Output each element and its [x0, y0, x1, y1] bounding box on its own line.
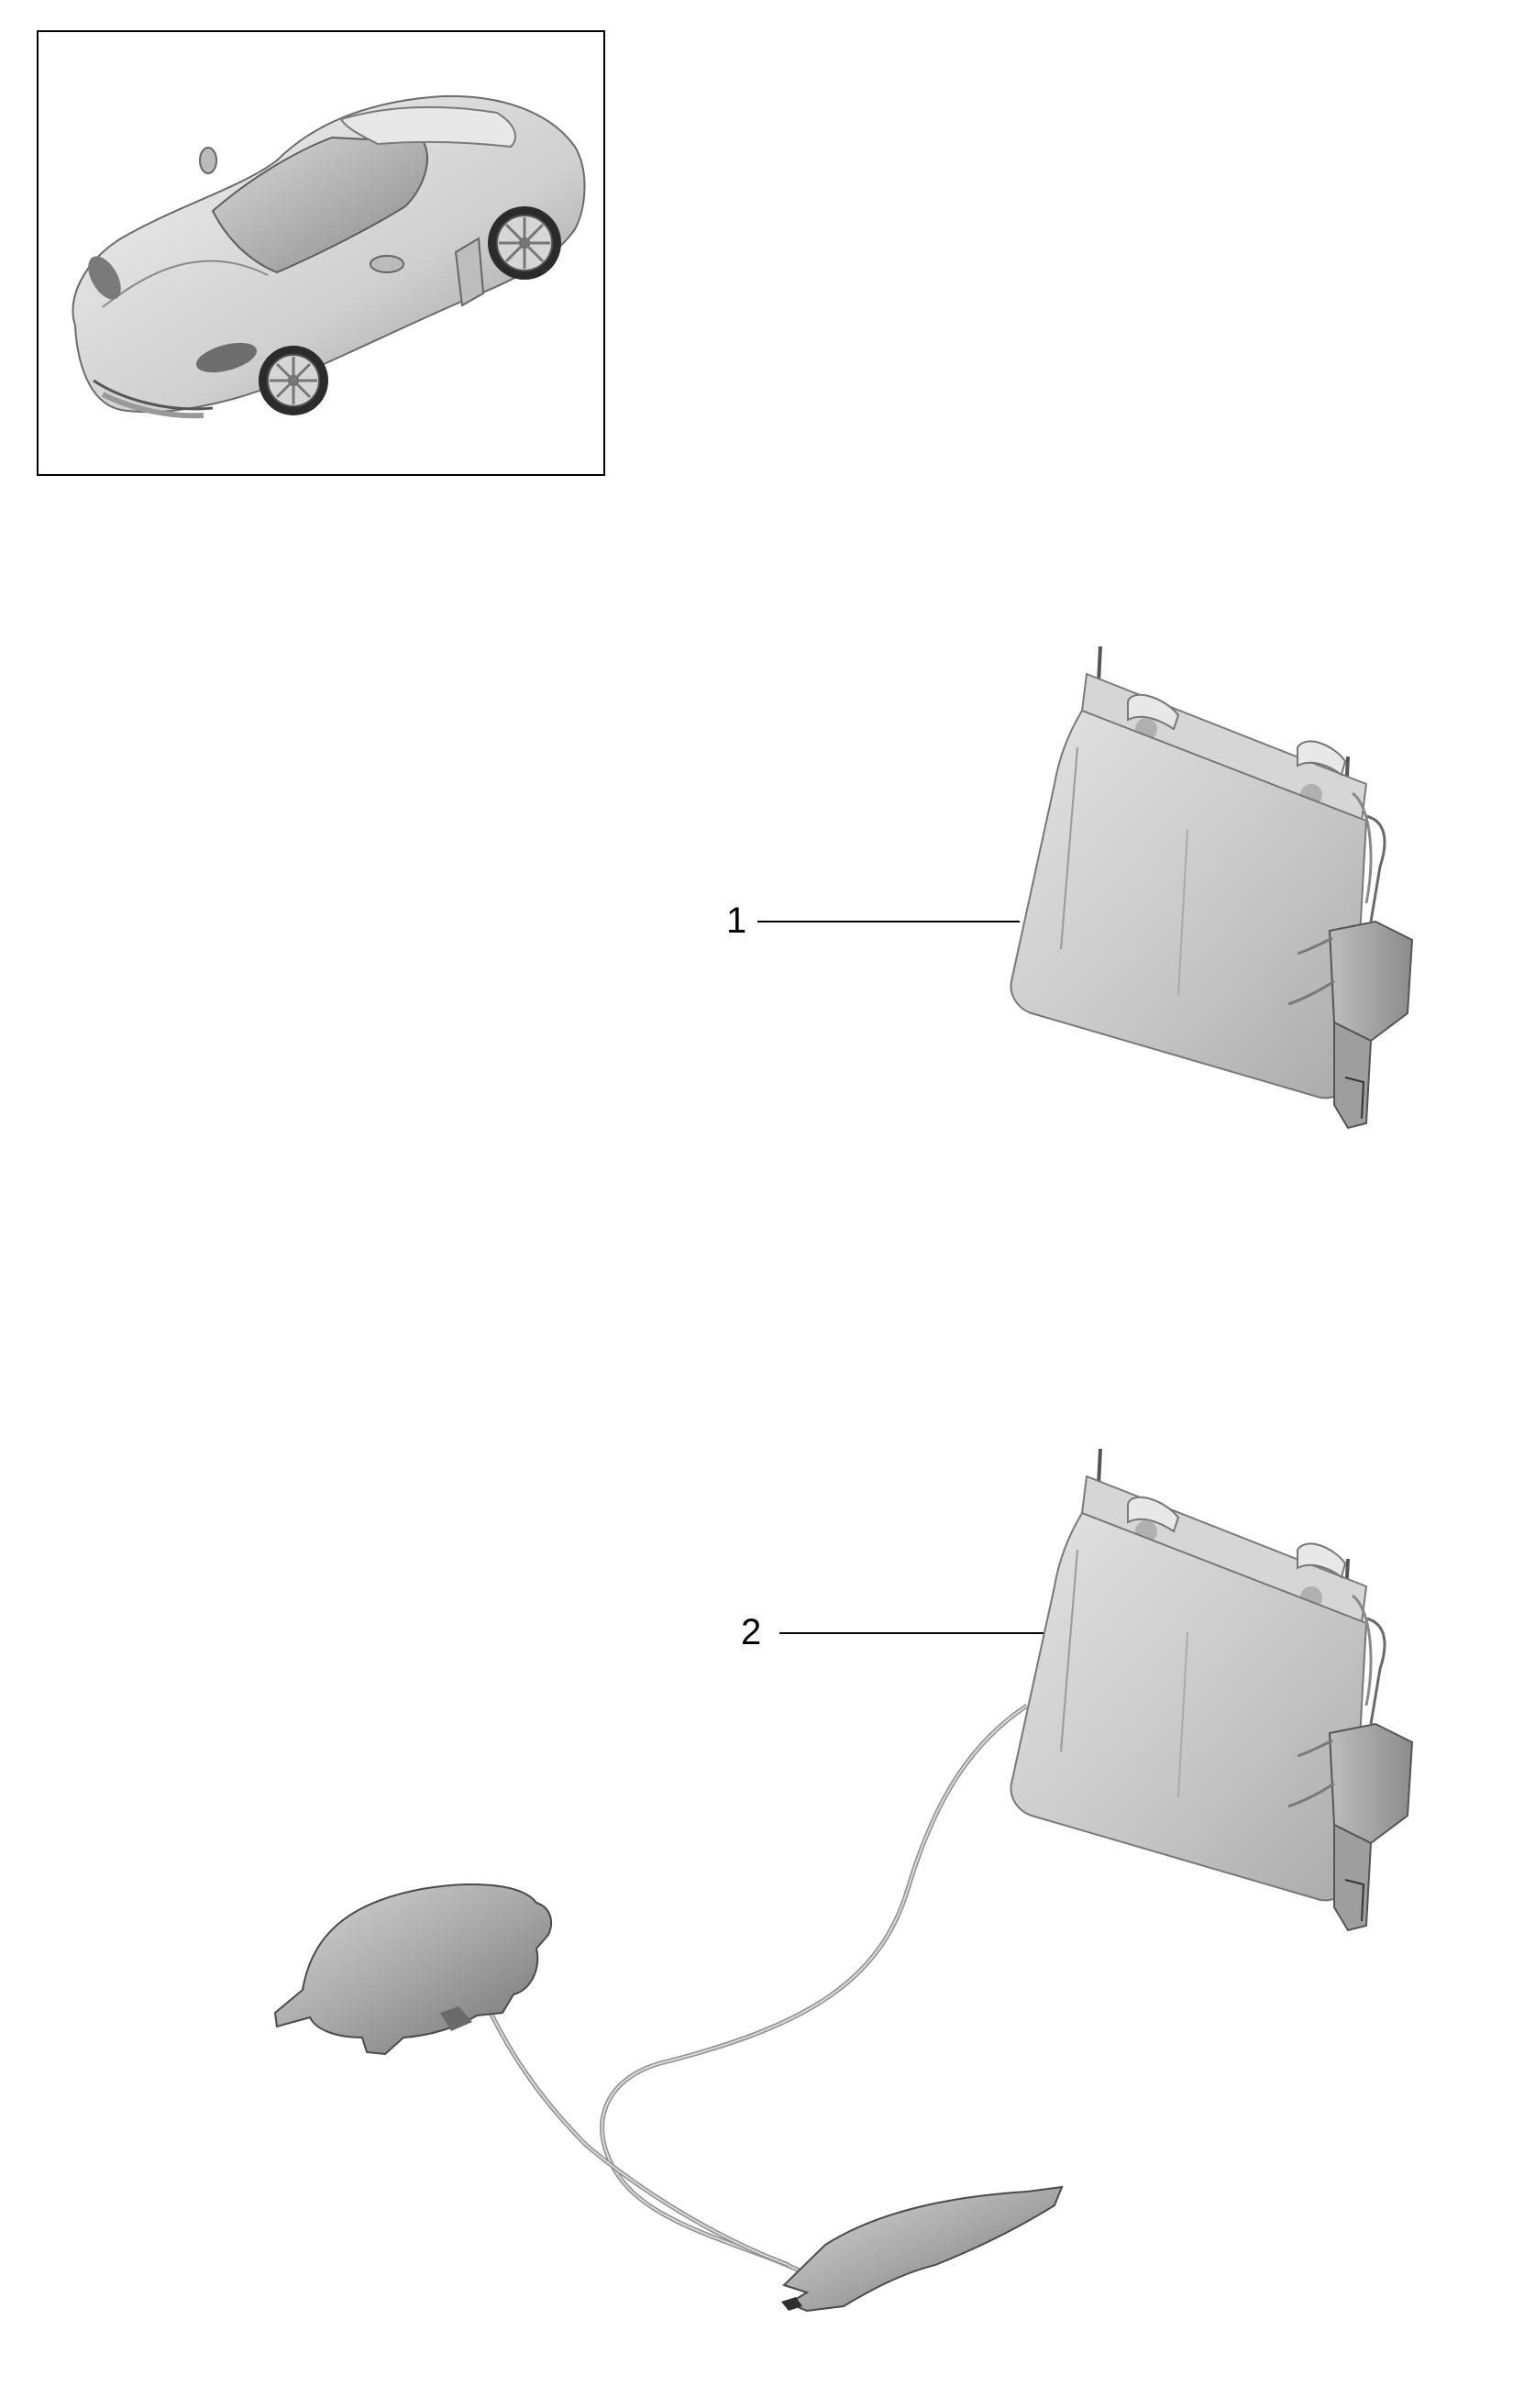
leader-line-2: [779, 1632, 1044, 1634]
roof: [339, 105, 516, 149]
front-wheel: [259, 346, 328, 415]
headlight-left: [88, 256, 121, 300]
callout-label-1: 1: [726, 900, 747, 941]
vehicle-thumbnail-frame: [37, 30, 605, 476]
rear-wheel: [488, 206, 561, 280]
control-unit-with-bracket-icon: [1009, 645, 1414, 1130]
car-body: [72, 94, 586, 414]
leader-line-1: [757, 921, 1020, 922]
windshield: [211, 136, 428, 274]
mirror-right: [370, 255, 404, 273]
vehicle-overview-icon: [72, 94, 586, 419]
headlight-right: [195, 342, 258, 373]
callout-label-2: 2: [741, 1612, 762, 1652]
control-unit-with-harness-and-sensor-mats-icon: [273, 1447, 1414, 2313]
mirror-left: [199, 147, 217, 174]
